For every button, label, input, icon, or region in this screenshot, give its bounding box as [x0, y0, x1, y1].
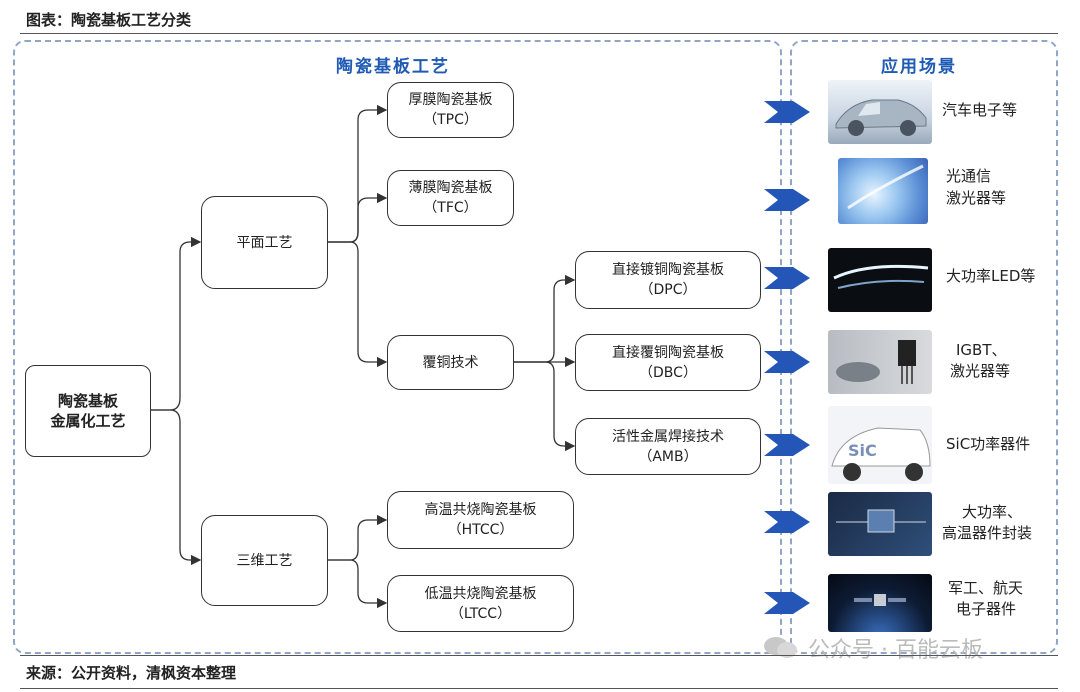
node-amb: 活性金属焊接技术 （AMB）	[575, 418, 761, 475]
car-image	[828, 80, 932, 144]
satellite-image	[828, 574, 932, 632]
node-dpc-line1: 直接镀铜陶瓷基板	[612, 262, 724, 278]
node-dbc-line2: （DBC）	[639, 364, 697, 381]
application-label: 激光器等	[946, 189, 1007, 207]
application-panel-title: 应用场景	[881, 57, 957, 77]
application-label: 大功率、	[962, 503, 1023, 521]
node-dbc-line1: 直接覆铜陶瓷基板	[612, 344, 724, 361]
footer: 来源：公开资料，清枫资本整理	[0, 652, 1080, 692]
node-3d: 三维工艺	[201, 515, 328, 606]
node-dbc: 直接覆铜陶瓷基板 （DBC）	[575, 334, 761, 391]
node-planar: 平面工艺	[201, 196, 328, 289]
node-tpc: 厚膜陶瓷基板 （TPC）	[387, 82, 514, 138]
node-root-line2: 金属化工艺	[50, 412, 126, 430]
application-label: 大功率LED等	[946, 267, 1036, 285]
application-label: 汽车电子等	[942, 101, 1018, 119]
node-copper: 覆铜技术	[387, 335, 514, 390]
application-label: 军工、航天	[948, 579, 1024, 597]
node-3d-label: 三维工艺	[236, 552, 293, 569]
application-panel	[790, 40, 1058, 654]
node-tfc-line1: 薄膜陶瓷基板	[408, 180, 493, 196]
node-root-line1: 陶瓷基板	[57, 392, 118, 410]
figure-title: 图表：陶瓷基板工艺分类	[26, 11, 192, 29]
application-label: SiC功率器件	[946, 435, 1031, 453]
node-htcc: 高温共烧陶瓷基板 （HTCC）	[387, 491, 574, 549]
led-headlight-image	[828, 248, 932, 312]
node-dpc: 直接镀铜陶瓷基板 （DPC）	[575, 251, 761, 309]
footer-divider	[20, 655, 1058, 656]
wechat-icon	[764, 637, 797, 658]
node-tpc-line2: （TPC）	[423, 112, 478, 128]
node-copper-label: 覆铜技术	[422, 354, 479, 371]
igbt-image	[828, 330, 932, 394]
header: 图表：陶瓷基板工艺分类	[0, 0, 1080, 34]
sic-car-image: SiC	[828, 406, 932, 484]
node-ltcc-line2: （LTCC）	[449, 605, 512, 622]
svg-text:SiC: SiC	[848, 441, 877, 460]
node-dpc-line2: （DPC）	[639, 282, 697, 298]
node-htcc-line2: （HTCC）	[447, 522, 514, 538]
node-amb-line1: 活性金属焊接技术	[612, 428, 724, 445]
application-label: IGBT、	[956, 341, 1007, 359]
node-amb-line2: （AMB）	[638, 448, 698, 465]
node-ltcc-line1: 低温共烧陶瓷基板	[424, 585, 537, 602]
circuit-board-image	[828, 492, 932, 556]
node-htcc-line1: 高温共烧陶瓷基板	[424, 502, 537, 518]
source-note: 来源：公开资料，清枫资本整理	[26, 664, 237, 682]
optical-fiber-image	[838, 158, 928, 224]
process-panel-title: 陶瓷基板工艺	[336, 57, 450, 77]
application-label: 光通信	[946, 167, 992, 185]
node-tfc: 薄膜陶瓷基板 （TFC）	[387, 170, 514, 226]
application-label: 电子器件	[956, 600, 1017, 618]
node-tpc-line1: 厚膜陶瓷基板	[408, 92, 493, 108]
application-label: 高温器件封装	[942, 524, 1033, 542]
node-planar-label: 平面工艺	[236, 234, 293, 251]
node-root: 陶瓷基板 金属化工艺	[25, 365, 151, 457]
process-panel	[13, 40, 782, 654]
node-ltcc: 低温共烧陶瓷基板 （LTCC）	[387, 575, 574, 632]
node-tfc-line2: （TFC）	[423, 200, 478, 216]
header-divider	[20, 33, 1058, 34]
watermark-text: 公众号 · 百能云板	[808, 638, 983, 663]
footer-bottom-divider	[20, 688, 1058, 689]
application-label: 激光器等	[950, 362, 1011, 380]
